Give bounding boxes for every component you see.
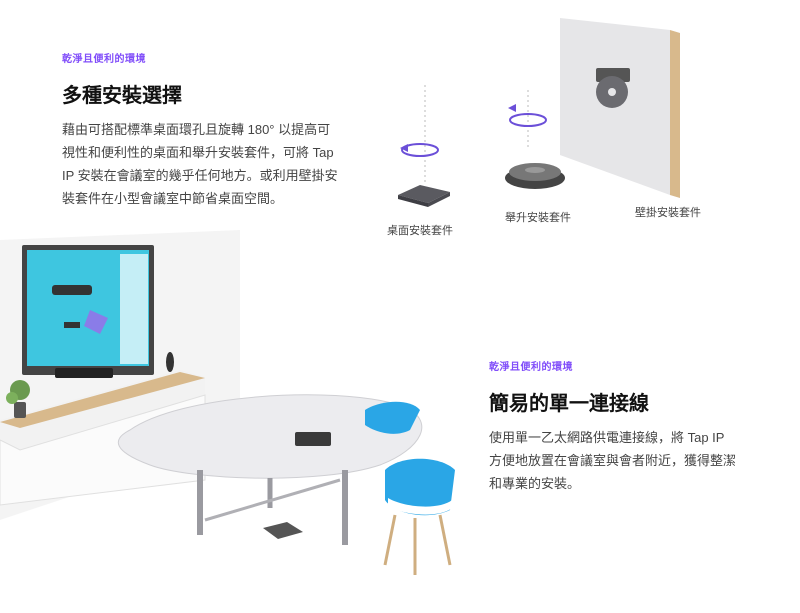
- section-eyebrow: 乾淨且便利的環境: [62, 54, 146, 65]
- section-body: 使用單一乙太網路供電連接線，將 Tap IP 方便地放置在會議室與會者附近，獲得…: [489, 426, 739, 495]
- section-title: 簡易的單一連接線: [489, 393, 649, 415]
- camera-bar: [55, 368, 113, 378]
- body-line: 裝套件在小型會議室中節省桌面空間。: [62, 191, 284, 206]
- section-eyebrow: 乾淨且便利的環境: [489, 362, 573, 373]
- body-line: 使用單一乙太網路供電連接線，將 Tap IP: [489, 430, 725, 445]
- body-line: 和專業的安裝。: [489, 476, 581, 491]
- conference-table: [118, 394, 423, 479]
- mounting-options-section: 乾淨且便利的環境 多種安裝選擇 藉由可搭配標準桌面環孔且旋轉 180° 以提高可…: [62, 50, 342, 210]
- desk-mount-illustration: [398, 85, 450, 207]
- riser-mount-illustration: [505, 90, 565, 189]
- body-line: 方便地放置在會議室與會者附近，獲得整潔: [489, 453, 737, 468]
- single-cable-section: 乾淨且便利的環境 簡易的單一連接線 使用單一乙太網路供電連接線，將 Tap IP…: [489, 358, 739, 495]
- body-line: IP 安裝在會議室的幾乎任何地方。或利用壁掛安: [62, 168, 338, 183]
- desk-mount-label: 桌面安裝套件: [387, 225, 453, 237]
- wall-mount-label: 壁掛安裝套件: [635, 207, 701, 219]
- chair-back-far: [365, 401, 420, 434]
- riser-mount-label: 舉升安裝套件: [505, 212, 571, 224]
- body-line: 藉由可搭配標準桌面環孔且旋轉 180° 以提高可: [62, 122, 331, 137]
- wall-mount-illustration: [560, 18, 680, 198]
- body-line: 視性和便利性的桌面和舉升安裝套件，可將 Tap: [62, 145, 334, 160]
- chair-front: [385, 458, 455, 516]
- tap-ip-device: [295, 432, 331, 446]
- meeting-room-illustration: [0, 230, 455, 575]
- section-title: 多種安裝選擇: [62, 85, 182, 107]
- section-body: 藉由可搭配標準桌面環孔且旋轉 180° 以提高可 視性和便利性的桌面和舉升安裝套…: [62, 118, 342, 210]
